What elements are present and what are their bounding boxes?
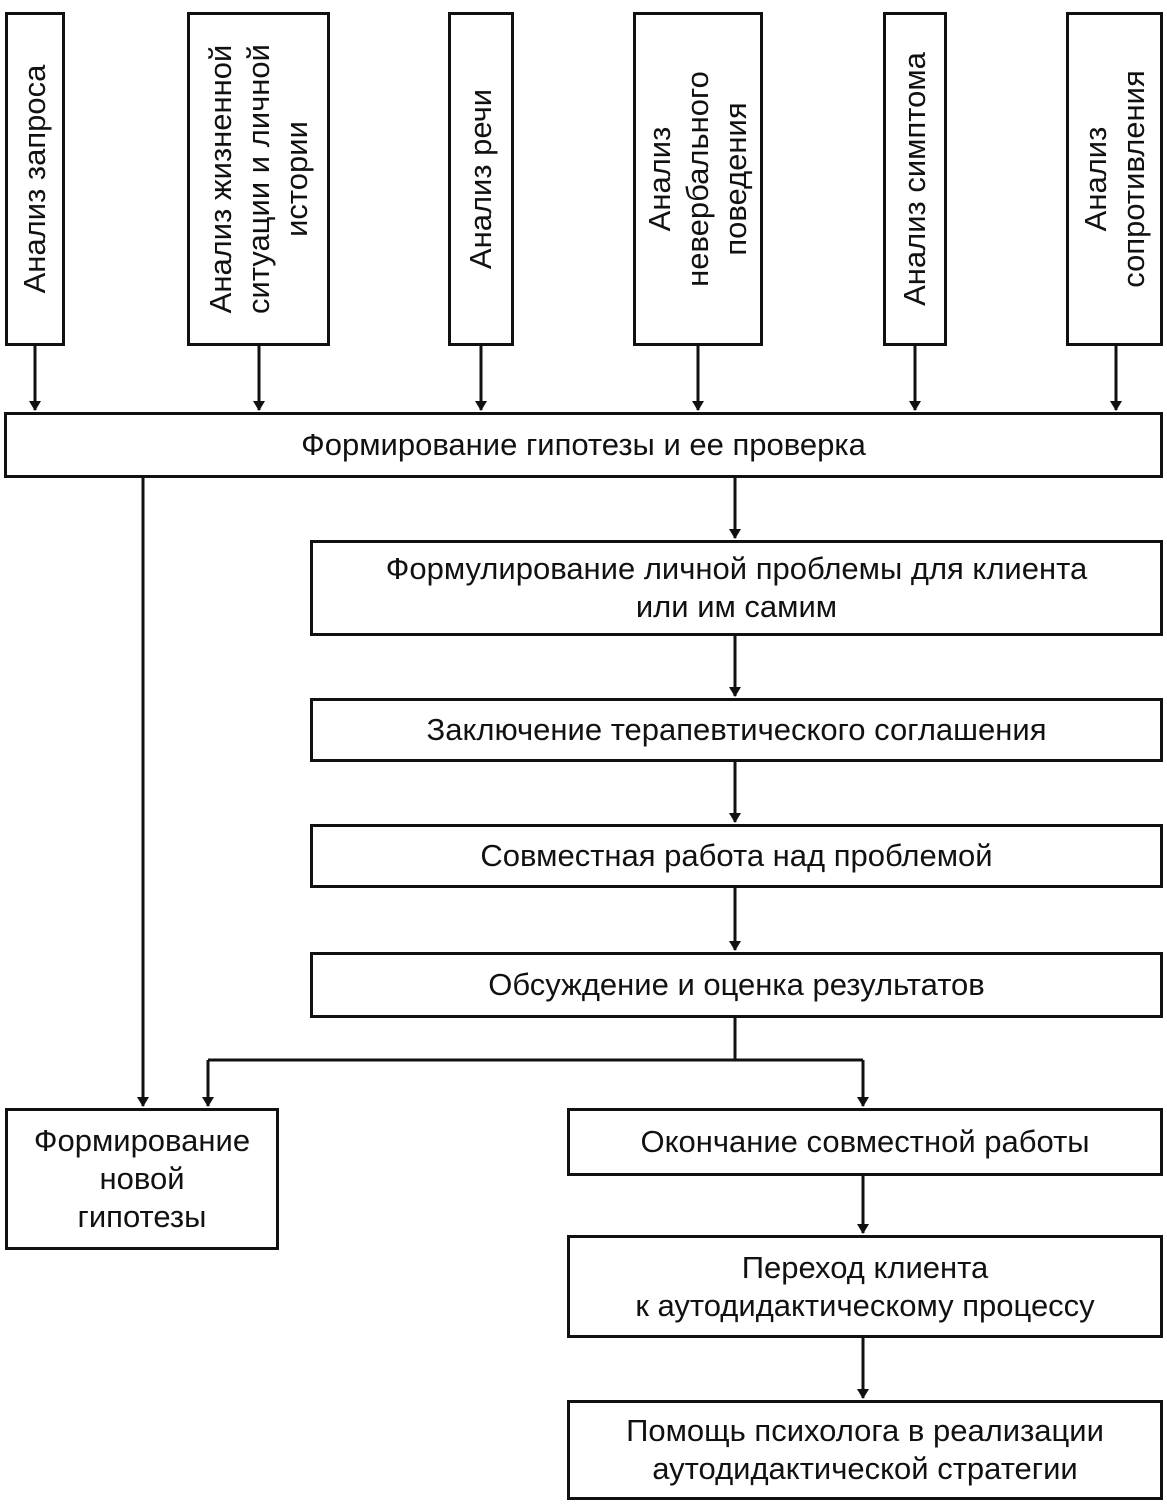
box-symptom-analysis-text: Анализ симптома [897,52,932,306]
box-resistance-analysis-text: Анализ сопротивления [1077,70,1151,288]
box-request-analysis-text: Анализ запроса [17,64,52,294]
box-psychologist-help: Помощь психолога в реализации аутодидакт… [567,1400,1163,1500]
box-client-transition: Переход клиента к аутодидактическому про… [567,1235,1163,1338]
box-life-analysis: Анализ жизненной ситуации и личной истор… [187,12,330,346]
box-joint-work: Совместная работа над проблемой [310,824,1163,888]
box-hypothesis-text: Формирование гипотезы и ее проверка [301,427,866,462]
box-speech-analysis: Анализ речи [448,12,514,346]
box-nonverbal-analysis-text: Анализ невербального поведения [642,71,753,287]
box-nonverbal-analysis: Анализ невербального поведения [633,12,763,346]
box-therapeutic-agreement: Заключение терапевтического соглашения [310,698,1163,762]
box-hypothesis: Формирование гипотезы и ее проверка [4,412,1163,478]
box-discussion-results: Обсуждение и оценка результатов [310,952,1163,1018]
box-problem-formulation: Формулирование личной проблемы для клиен… [310,540,1163,636]
box-end-joint-work: Окончание совместной работы [567,1108,1163,1176]
box-request-analysis: Анализ запроса [5,12,65,346]
box-new-hypothesis: Формирование новой гипотезы [5,1108,279,1250]
box-life-analysis-text: Анализ жизненной ситуации и личной истор… [202,44,314,314]
box-speech-analysis-text: Анализ речи [463,88,498,270]
box-resistance-analysis: Анализ сопротивления [1066,12,1163,346]
box-symptom-analysis: Анализ симптома [883,12,947,346]
